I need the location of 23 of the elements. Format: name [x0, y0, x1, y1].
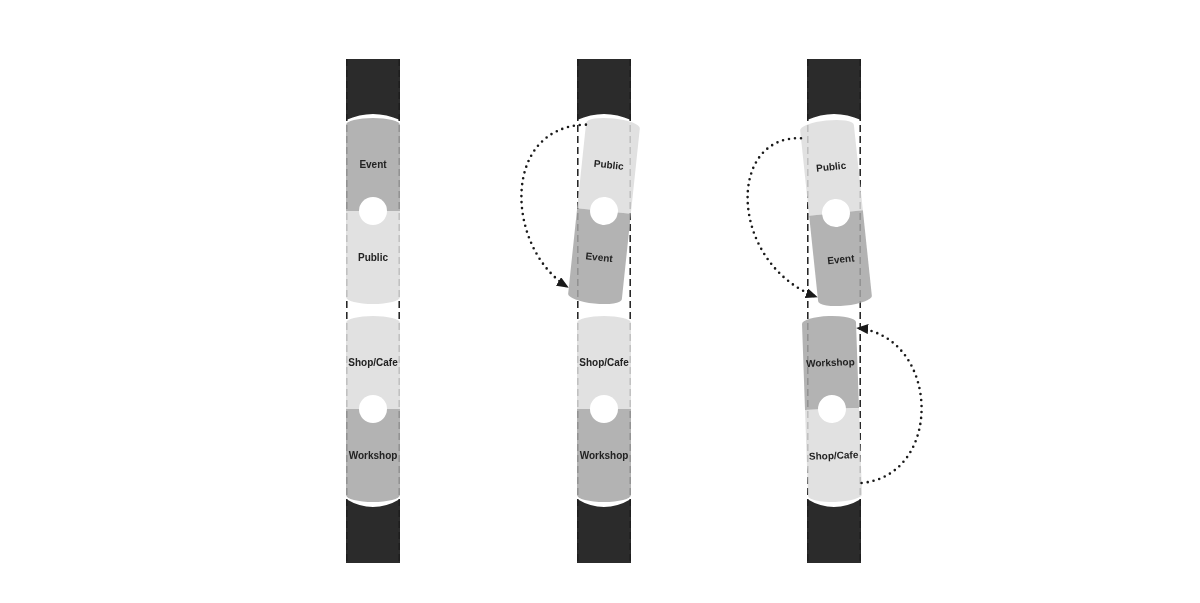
segment-label: Event — [826, 252, 855, 266]
program-segment — [805, 408, 863, 503]
segment-label: Shop/Cafe — [348, 357, 398, 368]
segment-label: Public — [358, 252, 388, 263]
segment-label: Event — [585, 250, 614, 264]
segment-label: Public — [815, 160, 847, 174]
segment-label: Workshop — [805, 356, 855, 369]
segment-label: Workshop — [348, 450, 398, 461]
program-segment — [346, 316, 400, 409]
curved-arrow — [520, 123, 588, 290]
program-segment — [346, 118, 400, 211]
segment-label: Public — [593, 158, 625, 172]
segment-label: Shop/Cafe — [808, 449, 859, 462]
program-segment — [577, 316, 631, 409]
curved-arrow — [854, 325, 923, 485]
segment-label: Workshop — [579, 450, 629, 461]
program-segment — [346, 409, 400, 502]
segment-label: Shop/Cafe — [579, 357, 629, 368]
curved-arrow — [746, 136, 819, 299]
segment-label: Event — [359, 159, 387, 170]
program-segment — [801, 315, 859, 410]
program-segment — [577, 409, 631, 502]
program-segment — [346, 211, 400, 304]
